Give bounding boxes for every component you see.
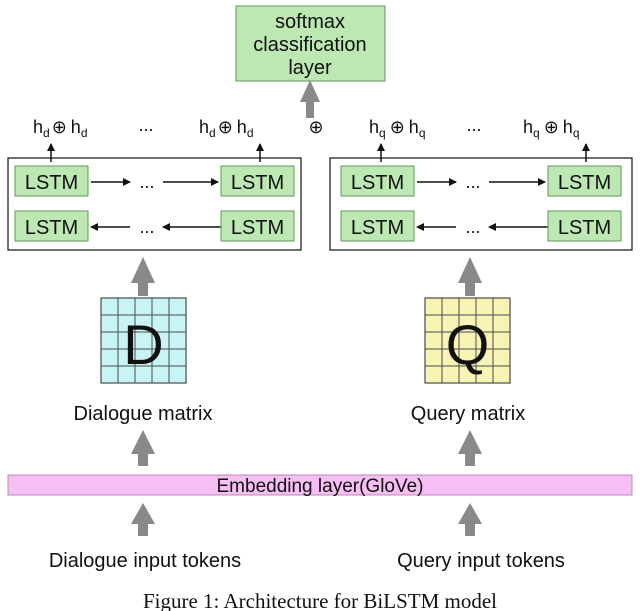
query-output-ellipsis: ... [466,115,481,135]
dialogue-matrix-input-arrow [131,430,155,466]
figure-caption: Figure 1: Architecture for BiLSTM model [143,589,497,611]
svg-text:LSTM: LSTM [558,217,611,239]
dialogue-matrix-label: Dialogue matrix [74,403,213,425]
lstm-cell: LSTM [14,165,89,197]
d-subscript: d [209,126,216,140]
h-symbol: h [523,117,533,137]
svg-text:LSTM: LSTM [231,172,284,194]
h-symbol: h [409,117,419,137]
softmax-input-arrow [300,80,320,118]
svg-text:LSTM: LSTM [25,217,78,239]
q-subscript: q [419,126,426,140]
dialogue-output-ellipsis: ... [138,115,153,135]
lstm-ellipsis: ... [139,172,154,192]
lstm-ellipsis: ... [465,172,480,192]
concat-op: ⊕ [218,117,233,137]
h-symbol: h [199,117,209,137]
dialogue-tokens-input-arrow [131,503,155,536]
d-subscript: d [247,126,254,140]
lstm-ellipsis: ... [465,217,480,237]
svg-text:hd⊕hd: hd⊕hd [199,117,254,140]
lstm-cell: LSTM [547,165,622,197]
lstm-cell: LSTM [220,210,295,242]
query-tokens-input-arrow [458,503,482,536]
lstm-cell: LSTM [340,165,415,197]
concat-symbol: ⊕ [308,117,323,137]
lstm-cell: LSTM [220,165,295,197]
query-matrix-input-arrow [458,430,482,466]
query-bilstm-container [329,157,633,251]
h-symbol: h [71,117,81,137]
svg-text:LSTM: LSTM [558,172,611,194]
svg-text:hq⊕hq: hq⊕hq [523,117,580,140]
softmax-label-line1: softmax [275,11,345,33]
q-subscript: q [533,126,540,140]
h-symbol: h [33,117,43,137]
concat-op: ⊕ [390,117,405,137]
q-subscript: q [379,126,386,140]
embedding-layer-label: Embedding layer(GloVe) [217,476,424,497]
lstm-cell: LSTM [340,210,415,242]
dialogue-input-tokens-label: Dialogue input tokens [49,550,241,572]
h-symbol: h [563,117,573,137]
svg-text:LSTM: LSTM [351,217,404,239]
query-matrix-letter: Q [446,313,490,376]
d-subscript: d [81,126,88,140]
lstm-ellipsis: ... [139,217,154,237]
query-output-last: hq⊕hq [523,117,580,140]
dialogue-matrix-letter: D [123,313,163,376]
d-subscript: d [43,126,50,140]
query-bilstm-input-arrow [458,257,482,296]
query-output-first: hq⊕hq [369,117,426,140]
svg-text:LSTM: LSTM [231,217,284,239]
query-input-tokens-label: Query input tokens [397,550,565,572]
dialogue-output-first: hd⊕hd [33,117,88,140]
q-subscript: q [573,126,580,140]
dialogue-output-last: hd⊕hd [199,117,254,140]
dialogue-bilstm-container [7,157,302,251]
svg-text:hq⊕hq: hq⊕hq [369,117,426,140]
concat-op: ⊕ [52,117,67,137]
h-symbol: h [369,117,379,137]
svg-text:LSTM: LSTM [351,172,404,194]
dialogue-bilstm-input-arrow [131,257,155,296]
svg-text:LSTM: LSTM [25,172,78,194]
embedding-layer: Embedding layer(GloVe) [7,474,633,497]
lstm-cell: LSTM [547,210,622,242]
lstm-cell: LSTM [14,210,89,242]
h-symbol: h [237,117,247,137]
svg-text:hd⊕hd: hd⊕hd [33,117,88,140]
softmax-classification-layer: softmax classification layer [235,5,386,82]
query-matrix-label: Query matrix [411,403,525,425]
softmax-label-line2: classification [253,34,366,56]
dialogue-matrix: D [100,297,187,384]
concat-op: ⊕ [544,117,559,137]
softmax-label-line3: layer [288,57,332,79]
query-matrix: Q [424,297,511,384]
